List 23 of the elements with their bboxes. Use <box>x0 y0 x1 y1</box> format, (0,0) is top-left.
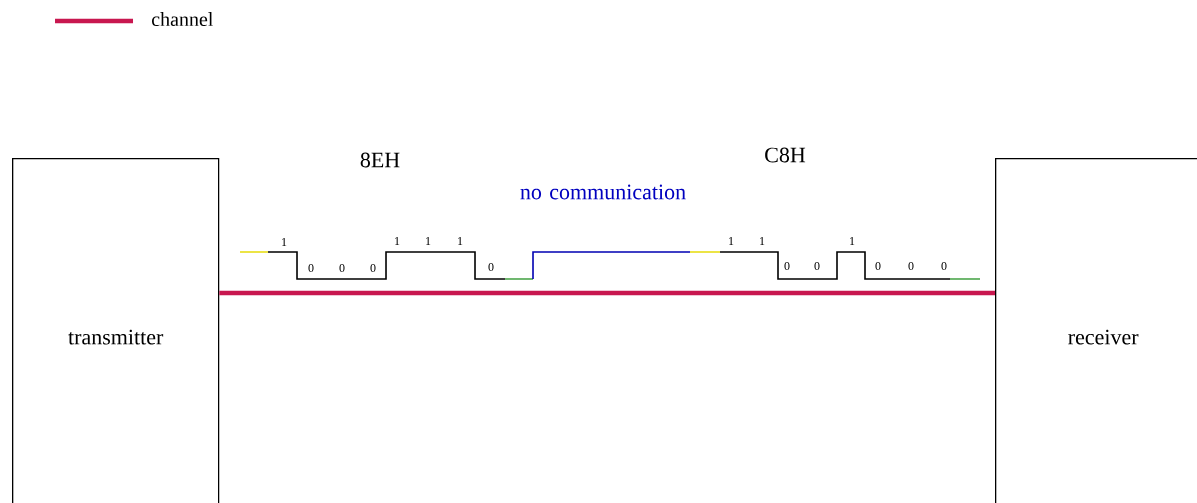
bit-label: 0 <box>814 261 820 271</box>
bit-label: 1 <box>729 237 734 245</box>
byte-label: 8EH <box>360 152 400 168</box>
bit-label: 1 <box>426 237 431 245</box>
bit-label: 0 <box>875 261 881 271</box>
status-label: no communication <box>520 184 686 200</box>
bit-label: 0 <box>908 261 914 271</box>
bit-label: 0 <box>488 262 494 272</box>
bit-label: 0 <box>308 263 314 273</box>
bit-label: 1 <box>458 237 463 245</box>
channel-line <box>219 290 995 296</box>
receiver-box: receiver <box>995 158 1197 503</box>
bit-label: 1 <box>395 237 400 245</box>
bit-label: 0 <box>339 263 345 273</box>
bit-label: 0 <box>784 261 790 271</box>
legend-label: channel <box>152 11 213 27</box>
bit-label: 1 <box>760 237 765 245</box>
bit-label: 1 <box>850 237 855 245</box>
byte-label: C8H <box>765 147 806 163</box>
bit-label: 0 <box>370 263 376 273</box>
transmitter-box: transmitter <box>12 158 220 503</box>
bit-label: 1 <box>282 238 287 246</box>
bit-label: 0 <box>941 261 947 271</box>
